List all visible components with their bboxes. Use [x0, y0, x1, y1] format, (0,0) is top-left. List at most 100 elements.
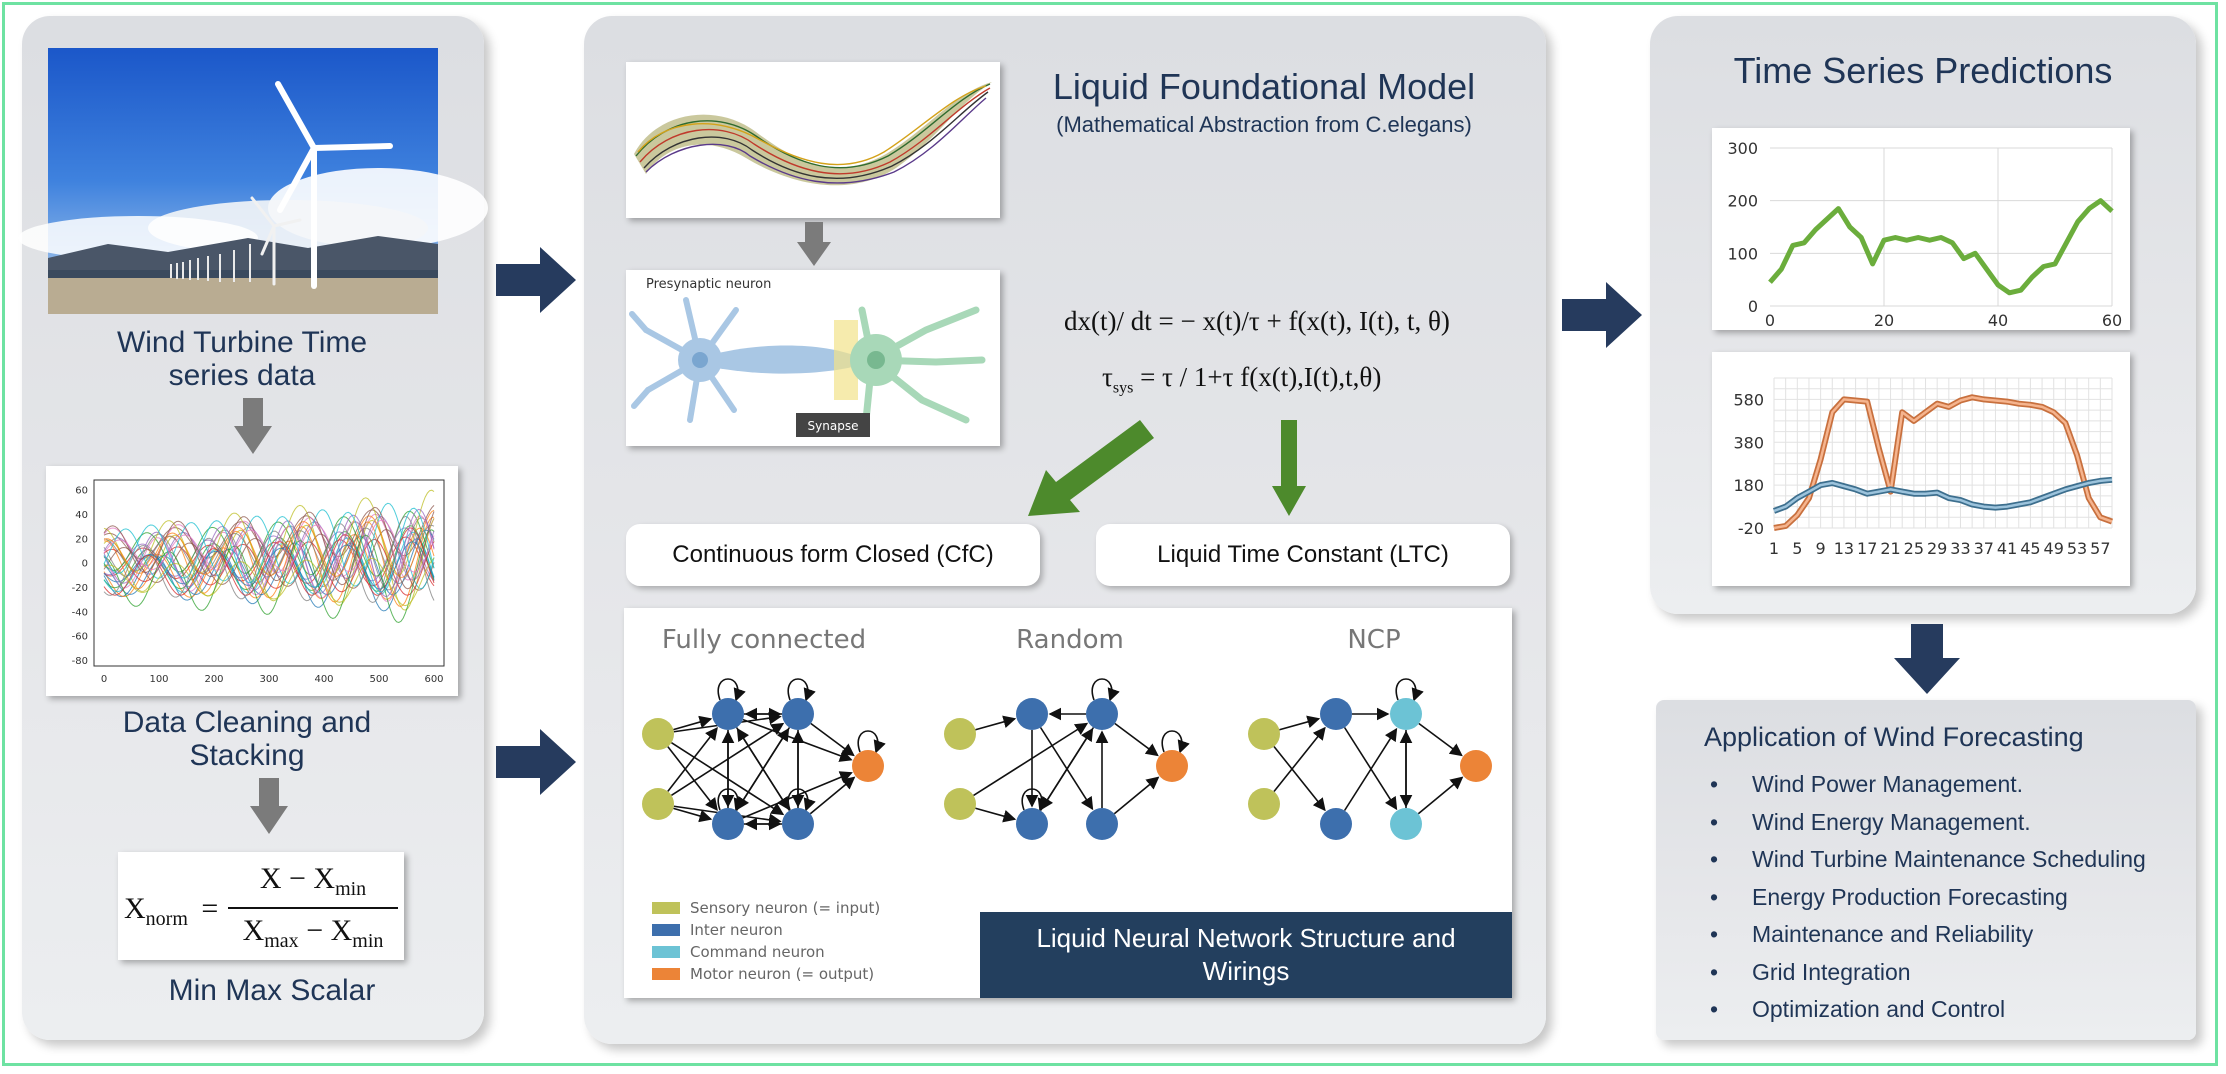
wiring-edge — [1417, 776, 1464, 815]
stack-y-tick: 60 — [75, 486, 88, 497]
sensory-neuron — [642, 718, 674, 750]
wiring-edge — [742, 718, 853, 762]
tau-sub: sys — [1112, 379, 1134, 397]
wiring-edge — [1273, 745, 1326, 812]
formula-den-sub2: min — [352, 930, 384, 952]
wiring-edge — [1114, 722, 1159, 757]
wiring-edge — [810, 722, 855, 757]
wiring-self-loop — [1091, 678, 1120, 702]
chart2-y-tick: -20 — [1738, 519, 1764, 538]
stack-y-tick: 20 — [75, 534, 88, 545]
wiring-self-loop — [787, 788, 816, 812]
formula-lhs-sub: norm — [145, 908, 188, 930]
wiring-edge — [1273, 726, 1326, 793]
wiring-edge — [671, 741, 785, 816]
app-item: Grid Integration — [1704, 954, 2184, 992]
formula-den-mid: − X — [298, 914, 353, 947]
wiring-self-loop — [1021, 788, 1050, 812]
wiring-edge — [671, 722, 785, 797]
formula-equals: = — [201, 892, 219, 925]
chart1-x-tick: 60 — [2102, 311, 2122, 330]
wiring-self-loop — [857, 730, 886, 754]
stack-y-tick: -20 — [72, 583, 88, 594]
chart1-y-tick: 300 — [1727, 139, 1758, 158]
liquid-model-title: Liquid Foundational Model — [1052, 66, 1476, 107]
neuron-image: Presynaptic neuron Synapse — [629, 277, 986, 437]
app-item: Energy Production Forecasting — [1704, 879, 2184, 917]
down-arrow-gray — [234, 398, 272, 454]
chart1-x-tick: 20 — [1874, 311, 1894, 330]
wiring-title-ncp: NCP — [1347, 625, 1400, 655]
chart2-x-tick: 21 — [1880, 539, 1900, 558]
stacked-series-line — [103, 517, 435, 591]
stacked-series-line — [103, 519, 435, 573]
stacked-series-line — [103, 507, 435, 593]
wiring-edge — [667, 746, 718, 812]
stack-x-tick: 100 — [149, 674, 168, 685]
chart2-x-tick: 41 — [1997, 539, 2017, 558]
stack-x-tick: 500 — [369, 674, 388, 685]
tau-symbol: τ — [1102, 362, 1113, 392]
wiring-self-loop — [1161, 730, 1190, 754]
prediction-chart-1-box — [1712, 128, 2130, 330]
prediction-chart-2-box — [1712, 352, 2130, 586]
stacked-series-line — [103, 529, 435, 596]
chart2-y-tick: 580 — [1733, 390, 1764, 409]
command-neuron — [1390, 698, 1422, 730]
wiring-edge — [1113, 776, 1160, 815]
wiring-edge — [975, 715, 1017, 731]
motor-neuron — [1460, 750, 1492, 782]
sensory-neuron — [1248, 718, 1280, 750]
stacked-series-line — [103, 557, 435, 607]
chart1-y-tick: 200 — [1727, 192, 1758, 211]
inter-neuron — [1016, 808, 1048, 840]
wiring-self-loop — [787, 678, 816, 702]
stack-x-tick: 600 — [424, 674, 443, 685]
cfc-box: Continuous form Closed (CfC) — [626, 524, 1040, 586]
wiring-edge — [1343, 727, 1398, 811]
min-max-scalar-label: Min Max Scalar — [168, 974, 376, 1007]
green-arrow-down — [1272, 420, 1306, 516]
liquid-model-subtitle: (Mathematical Abstraction from C.elegans… — [1056, 112, 1472, 137]
ltc-box: Liquid Time Constant (LTC) — [1096, 524, 1510, 586]
wiring-edge — [673, 807, 713, 823]
inter-neuron — [1320, 698, 1352, 730]
wiring-legend: Sensory neuron (= input) Inter neuron Co… — [652, 899, 880, 983]
wiring-edge — [1279, 715, 1321, 731]
wiring-edge — [973, 722, 1089, 797]
chart2-x-tick: 49 — [2044, 539, 2064, 558]
chart2-x-tick: 33 — [1950, 539, 1970, 558]
motor-neuron — [1156, 750, 1188, 782]
formula-denominator: X — [242, 914, 265, 947]
right-arrow-top — [496, 247, 576, 313]
chart2-series-line-highlight — [1773, 396, 2113, 530]
chart2-x-tick: 45 — [2020, 539, 2040, 558]
chart2-x-tick: 57 — [2090, 539, 2110, 558]
chart2-x-tick: 17 — [1857, 539, 1877, 558]
sensory-neuron — [1248, 788, 1280, 820]
stacked-series-line — [103, 515, 435, 604]
chart2-y-tick: 380 — [1733, 433, 1764, 452]
wiring-title-fully-connected: Fully connected — [662, 625, 866, 655]
data-cleaning-label: Data Cleaning and Stacking — [122, 706, 372, 772]
chart1-x-tick: 40 — [1988, 311, 2008, 330]
down-arrow-applications — [1894, 624, 1960, 694]
ode-equation: dx(t)/ dt = − x(t)/τ + f(x(t), I(t), t, … — [1064, 306, 1450, 336]
wirings-caption: Liquid Neural Network Structure and Wiri… — [980, 912, 1512, 998]
stack-y-tick: 40 — [75, 510, 88, 521]
applications-title: Application of Wind Forecasting — [1704, 722, 2084, 752]
app-item: Wind Power Management. — [1704, 766, 2184, 804]
wiring-edge — [735, 727, 790, 811]
chart2-x-tick: 1 — [1769, 539, 1779, 558]
stack-y-tick: -60 — [72, 632, 88, 643]
command-neuron — [1390, 808, 1422, 840]
stacked-series-line — [103, 541, 435, 590]
wind-turbine-data-label: Wind Turbine Time series data — [116, 326, 368, 392]
inter-neuron — [782, 698, 814, 730]
inter-neuron — [1016, 698, 1048, 730]
stacked-series-line — [103, 524, 435, 585]
stacked-series-line — [103, 515, 435, 581]
celegans-worm-image — [634, 82, 992, 186]
stack-x-tick: 0 — [101, 674, 107, 685]
